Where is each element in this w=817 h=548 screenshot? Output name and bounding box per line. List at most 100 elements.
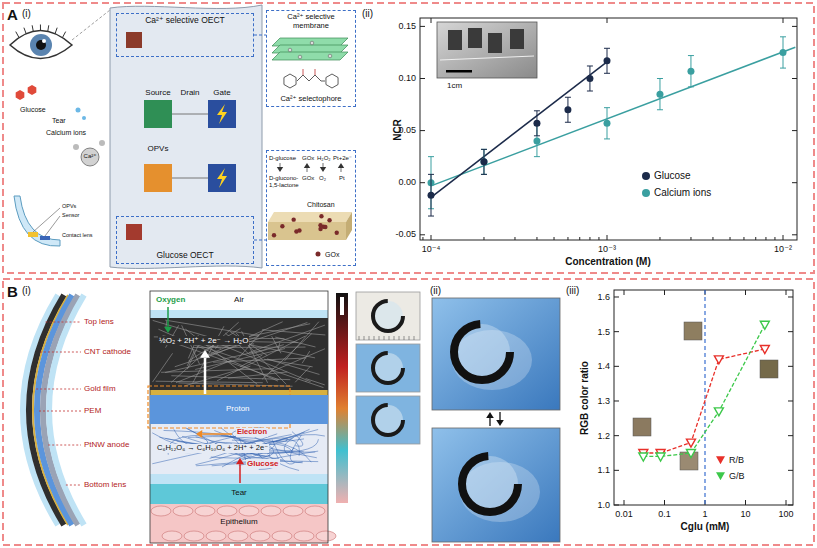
flexible-substrate <box>110 5 262 268</box>
legend-text: Calcium ions <box>654 187 711 199</box>
ruler-tick <box>394 336 395 340</box>
membrane-layer <box>272 52 348 60</box>
top-lens-layer <box>150 310 328 318</box>
ion-dot <box>328 54 332 58</box>
minor-tick <box>422 237 423 240</box>
gox-dot <box>318 223 322 227</box>
oect-channel <box>126 224 142 240</box>
epithelial-cell <box>283 506 303 516</box>
data-point <box>428 192 435 199</box>
data-point <box>686 450 695 458</box>
wire <box>172 178 208 179</box>
axis-title: RGB color ratio <box>579 361 591 435</box>
lens-ring <box>373 405 403 435</box>
error-cap <box>534 135 540 136</box>
axis-tick <box>788 296 793 297</box>
ion-dot <box>310 41 314 45</box>
part-label: OPVs <box>62 203 76 209</box>
axis-tick <box>614 505 619 506</box>
glucose-molecule <box>16 90 25 100</box>
chemical-chain <box>297 75 325 81</box>
data-point <box>687 68 694 75</box>
error-cap <box>481 149 487 150</box>
minor-tick <box>554 237 555 240</box>
axis-tick <box>614 435 619 436</box>
tick-label: 1.2 <box>597 431 610 441</box>
node-text: Chitosan <box>307 201 335 209</box>
electrode-pad <box>144 100 172 128</box>
data-point <box>760 321 769 329</box>
axis-title: Cglu (mM) <box>681 521 730 533</box>
lens-photo <box>432 428 560 542</box>
tick-label: 1.4 <box>597 361 610 371</box>
tick-label: 1.5 <box>597 327 610 337</box>
axis-tick <box>664 290 665 295</box>
opv-cell <box>208 100 236 128</box>
minor-tick <box>659 237 660 240</box>
eyelash <box>48 25 49 31</box>
electron-arrow-head <box>196 430 202 438</box>
device-photo-element <box>448 30 462 50</box>
proton-arrow-head <box>200 350 210 358</box>
leader-line <box>45 322 81 323</box>
tick-label: 10⁻³ <box>598 244 616 254</box>
inset-box: Ca²⁺ selective membraneCa²⁺ selectophore <box>266 10 356 107</box>
cnt-fiber <box>165 320 259 336</box>
tick-label: 0.01 <box>615 509 633 519</box>
epithelial-cell <box>206 531 226 541</box>
ion-dot <box>288 48 292 52</box>
gox-dot <box>291 217 295 221</box>
error-cap <box>604 73 610 74</box>
layer-label: Top lens <box>84 317 114 326</box>
node-text: Ca²⁺ selectophore <box>269 95 353 104</box>
tick-label: 10⁻² <box>774 244 792 254</box>
epithelial-cell <box>228 531 248 541</box>
tick-label: 1 <box>702 509 707 519</box>
node-text: Pt <box>339 175 345 182</box>
epithelial-cell <box>173 506 193 516</box>
axis-tick <box>792 130 797 131</box>
epithelial-cell <box>239 506 259 516</box>
plot-frame <box>614 290 793 505</box>
tick-label: 1.3 <box>597 396 610 406</box>
legend-swatch <box>642 172 650 180</box>
cnt-fiber <box>187 341 324 387</box>
gox-dot <box>316 252 321 257</box>
epithelial-cell <box>184 531 204 541</box>
electron-arrow <box>202 433 232 435</box>
subpanel-number: (ii) <box>362 8 373 20</box>
legend-entry: G/B <box>716 471 745 481</box>
error-cap <box>481 149 487 150</box>
axis-title: Concentration (M) <box>565 256 651 268</box>
gox-dot <box>323 225 327 229</box>
axis-tick <box>420 26 425 27</box>
lens-ring <box>373 353 403 383</box>
analyte-label: Tear <box>52 117 66 125</box>
scale-label: 1cm <box>447 81 462 90</box>
eyelash <box>24 28 26 34</box>
minor-tick <box>730 237 731 240</box>
epithelial-cell <box>261 506 281 516</box>
tear-layer <box>150 484 328 504</box>
tick-label: 0.15 <box>398 21 416 31</box>
error-cap <box>428 156 434 157</box>
axis-tick <box>788 400 793 401</box>
minor-tick <box>579 237 580 240</box>
epithelial-cell <box>217 506 237 516</box>
leader-line <box>66 485 81 486</box>
cnt-fiber <box>249 325 325 353</box>
minor-tick <box>765 237 766 240</box>
axis-tick <box>745 290 746 295</box>
cnt-fiber <box>228 372 287 378</box>
node-text: Ca²⁺ selective OECT <box>119 16 251 26</box>
species-label: Glucose <box>246 459 280 468</box>
error-cap <box>604 138 610 139</box>
chemical-bond <box>303 69 304 75</box>
lens-photo <box>432 298 560 410</box>
axis-tick <box>786 500 787 505</box>
axis-tick <box>745 500 746 505</box>
reaction-arrow <box>323 163 324 167</box>
terminal-label: Drain <box>180 88 199 97</box>
lens-ring <box>462 456 518 512</box>
